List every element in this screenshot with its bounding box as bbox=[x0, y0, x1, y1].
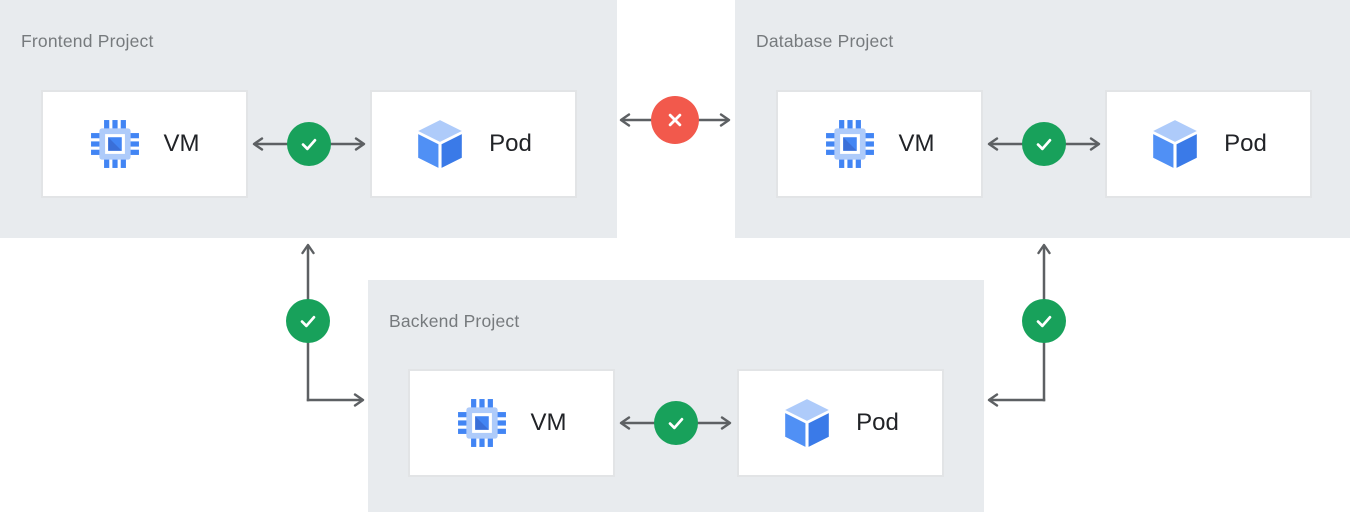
vm-label: VM bbox=[898, 130, 935, 157]
database-vm-node: VM bbox=[776, 90, 983, 198]
pod-label: Pod bbox=[1224, 130, 1267, 157]
database-pod-node: Pod bbox=[1105, 90, 1312, 198]
pod-label: Pod bbox=[489, 130, 532, 157]
check-icon bbox=[300, 315, 316, 328]
status-badge-backend-vm-pod bbox=[654, 401, 698, 445]
panel-title: Frontend Project bbox=[21, 31, 154, 51]
check-icon bbox=[301, 138, 317, 151]
pod-label: Pod bbox=[856, 409, 899, 436]
frontend-pod-node: Pod bbox=[370, 90, 577, 198]
pod-cube-icon bbox=[1150, 117, 1200, 171]
panel-title: Backend Project bbox=[389, 311, 520, 331]
vm-chip-icon bbox=[457, 398, 507, 448]
check-icon bbox=[1036, 138, 1052, 151]
backend-pod-node: Pod bbox=[737, 369, 944, 477]
vm-label: VM bbox=[530, 409, 567, 436]
check-icon bbox=[668, 417, 684, 430]
status-badge-frontend-backend bbox=[286, 299, 330, 343]
backend-vm-node: VM bbox=[408, 369, 615, 477]
status-badge-frontend-database bbox=[651, 96, 699, 144]
vm-label: VM bbox=[163, 130, 200, 157]
pod-cube-icon bbox=[782, 396, 832, 450]
frontend-vm-node: VM bbox=[41, 90, 248, 198]
status-badge-database-backend bbox=[1022, 299, 1066, 343]
pod-cube-icon bbox=[415, 117, 465, 171]
status-badge-database-vm-pod bbox=[1022, 122, 1066, 166]
vm-chip-icon bbox=[825, 119, 875, 169]
vm-chip-icon bbox=[90, 119, 140, 169]
panel-title: Database Project bbox=[756, 31, 894, 51]
cross-icon bbox=[668, 113, 682, 127]
check-icon bbox=[1036, 315, 1052, 328]
status-badge-frontend-vm-pod bbox=[287, 122, 331, 166]
